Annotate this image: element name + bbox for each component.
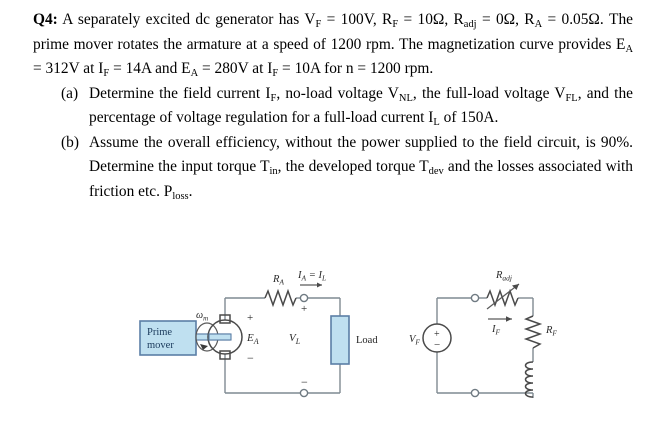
current-arrow-if bbox=[488, 316, 512, 322]
part-b-text-3: and the losses associated with friction … bbox=[89, 158, 633, 200]
part-a-marker: (a) bbox=[61, 84, 79, 102]
stem-sub-adj: adj bbox=[463, 18, 477, 30]
stem-sub-F3: F bbox=[103, 67, 110, 79]
load-label: Load bbox=[356, 335, 378, 346]
field-circuit-group: + − VF Radj IF RF bbox=[409, 270, 557, 398]
part-a-text-5: of 150A. bbox=[439, 109, 499, 126]
part-b-text-2: , the developed torque T bbox=[277, 158, 429, 175]
stem-sub-A1: A bbox=[534, 18, 543, 30]
prime-mover-label-line2: mover bbox=[147, 340, 174, 351]
stem-text-3: = 10Ω, R bbox=[398, 11, 464, 28]
resistor-radj-label: Radj bbox=[495, 270, 512, 283]
question-label: Q4: bbox=[33, 11, 58, 28]
omega-m-label: ωm bbox=[196, 310, 208, 322]
stem-sub-F1: F bbox=[315, 18, 322, 30]
terminal-positive bbox=[299, 293, 309, 303]
part-a-text-2: , no-load voltage V bbox=[276, 84, 399, 102]
variable-resistor-radj bbox=[486, 283, 520, 310]
part-b-sub-loss: loss bbox=[172, 190, 189, 202]
voltage-source-vf bbox=[422, 323, 452, 353]
stem-text-4: = 0Ω, R bbox=[476, 11, 535, 28]
terminal-plus-sign: + bbox=[301, 303, 307, 315]
ea-label: EA bbox=[246, 332, 259, 346]
part-a-text-3: , the full-load voltage V bbox=[412, 84, 566, 102]
field-terminal-top bbox=[470, 293, 480, 303]
question-part-b: (b) Assume the overall efficiency, withou… bbox=[61, 131, 633, 205]
question-stem: Q4: A separately excited dc generator ha… bbox=[33, 8, 633, 82]
part-b-marker: (b) bbox=[61, 133, 79, 151]
stem-text-7: = 14A and E bbox=[109, 60, 191, 77]
stem-sub-A3: A bbox=[190, 67, 199, 79]
field-loop-wires bbox=[436, 297, 534, 398]
stem-text-9: = 10A for n = 1200 rpm. bbox=[278, 60, 434, 77]
question-parts-list: (a) Determine the field current IF, no-lo… bbox=[33, 82, 633, 205]
field-terminal-bottom bbox=[470, 388, 480, 398]
question-part-a: (a) Determine the field current IF, no-lo… bbox=[61, 82, 633, 131]
resistor-rf-label: RF bbox=[545, 325, 557, 338]
vl-label: VL bbox=[289, 332, 301, 346]
problem-statement: Q4: A separately excited dc generator ha… bbox=[33, 8, 633, 204]
part-a-sub-FL: FL bbox=[565, 92, 578, 104]
part-a-text-1: Determine the field current I bbox=[89, 84, 271, 102]
terminal-minus-sign: − bbox=[301, 375, 308, 389]
resistor-rf bbox=[523, 315, 543, 349]
ea-plus-sign: + bbox=[247, 312, 253, 324]
resistor-ra-label: RA bbox=[272, 274, 284, 287]
part-a-sub-L: L bbox=[433, 116, 440, 128]
ea-minus-sign: − bbox=[247, 351, 254, 365]
vf-plus-sign: + bbox=[434, 329, 440, 340]
terminal-negative bbox=[299, 388, 309, 398]
current-if-label: IF bbox=[491, 324, 501, 337]
current-ia-il-label: IA = IL bbox=[297, 270, 326, 283]
resistor-ra bbox=[264, 288, 297, 308]
armature-loop-wires bbox=[224, 297, 341, 394]
part-b-sub-in: in bbox=[269, 165, 278, 177]
armature-circuit-group: RA + − IA = IL Prime mover bbox=[139, 270, 378, 398]
prime-mover-label-line1: Prime bbox=[147, 327, 172, 338]
load-box bbox=[330, 315, 350, 365]
field-coil-inductor bbox=[524, 361, 534, 398]
vf-minus-sign: − bbox=[434, 339, 440, 351]
stem-text-5: = 0.05Ω. The prime mover rotates the arm… bbox=[33, 11, 633, 53]
circuit-diagram-figure: RA + − IA = IL Prime mover bbox=[0, 258, 645, 446]
part-a-sub-F: F bbox=[270, 92, 277, 104]
part-b-text-1: Assume the overall efficiency, without t… bbox=[89, 133, 633, 176]
vf-label: VF bbox=[409, 334, 420, 347]
stem-text-2: = 100V, R bbox=[321, 11, 393, 28]
stem-text-8: = 280V at I bbox=[198, 60, 273, 77]
part-a-text-4: , and the percentage of voltage regulati… bbox=[89, 84, 633, 127]
generator-armature-symbol bbox=[207, 314, 243, 360]
part-b-sub-dev: dev bbox=[428, 165, 444, 177]
stem-sub-F4: F bbox=[272, 67, 279, 79]
stem-text-6: = 312V at I bbox=[33, 60, 104, 77]
stem-sub-A2: A bbox=[625, 43, 633, 55]
current-arrow-ia bbox=[300, 282, 322, 288]
stem-sub-F2: F bbox=[392, 18, 399, 30]
part-b-text-4: . bbox=[188, 182, 193, 200]
prime-mover-box bbox=[139, 320, 197, 356]
part-a-sub-NL: NL bbox=[398, 92, 413, 104]
stem-text-1: A separately excited dc generator has V bbox=[62, 11, 316, 28]
